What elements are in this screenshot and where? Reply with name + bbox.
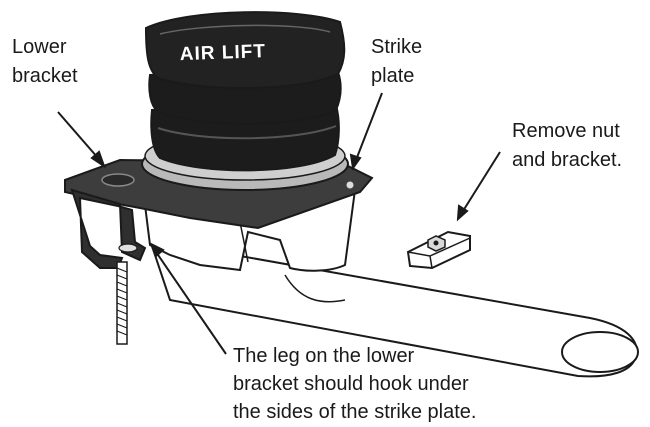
- removable-bracket: [406, 230, 471, 270]
- rail-end: [561, 331, 639, 373]
- bracket-bolt-hole: [346, 181, 354, 189]
- brand-text: AIR LIFT: [179, 41, 266, 65]
- label-leg-note-line2: bracket should hook under: [233, 373, 469, 395]
- frame-rail: [148, 238, 639, 378]
- air-spring-bag: AIR LIFT: [144, 11, 346, 172]
- label-lower-bracket-line1: Lower: [12, 36, 67, 58]
- label-remove-nut-line2: and bracket.: [512, 149, 622, 171]
- label-leg-note-line3: the sides of the strike plate.: [233, 401, 476, 423]
- label-strike-plate: Strike plate: [371, 36, 422, 87]
- label-lower-bracket: Lower bracket: [12, 36, 78, 87]
- label-remove-nut-line1: Remove nut: [512, 120, 620, 142]
- label-lower-bracket-line2: bracket: [12, 65, 78, 87]
- label-leg-note-line1: The leg on the lower: [233, 345, 415, 367]
- leader-lines: [57, 92, 501, 355]
- label-leg-note: The leg on the lower bracket should hook…: [233, 345, 476, 423]
- label-remove-nut: Remove nut and bracket.: [512, 120, 622, 171]
- bracket-hole: [101, 173, 135, 187]
- label-strike-plate-line2: plate: [371, 65, 414, 87]
- washer: [118, 243, 138, 253]
- label-strike-plate-line1: Strike: [371, 36, 422, 58]
